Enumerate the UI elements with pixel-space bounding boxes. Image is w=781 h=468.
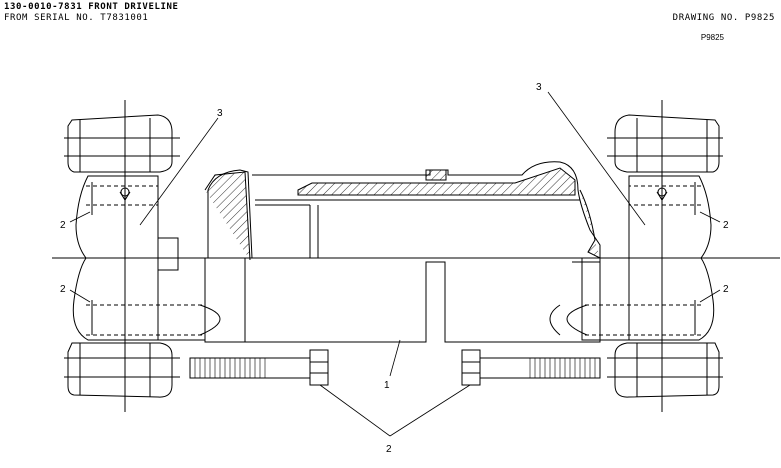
callout-2-right-upper: 2	[723, 220, 729, 231]
drawing-code: P9825	[700, 33, 724, 42]
drawing-title: 130-0010-7831 FRONT DRIVELINE	[4, 2, 179, 12]
leader-lines	[69, 91, 721, 437]
drive-shaft-tube	[204, 161, 601, 343]
header-block: 130-0010-7831 FRONT DRIVELINE FROM SERIA…	[4, 2, 179, 24]
callout-3-left: 3	[217, 108, 223, 119]
left-yoke	[64, 100, 221, 412]
callout-1: 1	[384, 380, 390, 391]
right-yoke	[566, 100, 723, 412]
callout-2-bolts: 2	[386, 444, 392, 455]
serial-number: FROM SERIAL NO. T7831001	[4, 13, 149, 23]
callout-2-left-lower: 2	[60, 284, 66, 295]
drawing-number: DRAWING NO. P9825	[672, 13, 775, 23]
callout-3-right: 3	[536, 82, 542, 93]
callout-2-left-upper: 2	[60, 220, 66, 231]
bolt-right	[461, 349, 601, 386]
callout-2-right-lower: 2	[723, 284, 729, 295]
bolt-left	[189, 349, 329, 386]
